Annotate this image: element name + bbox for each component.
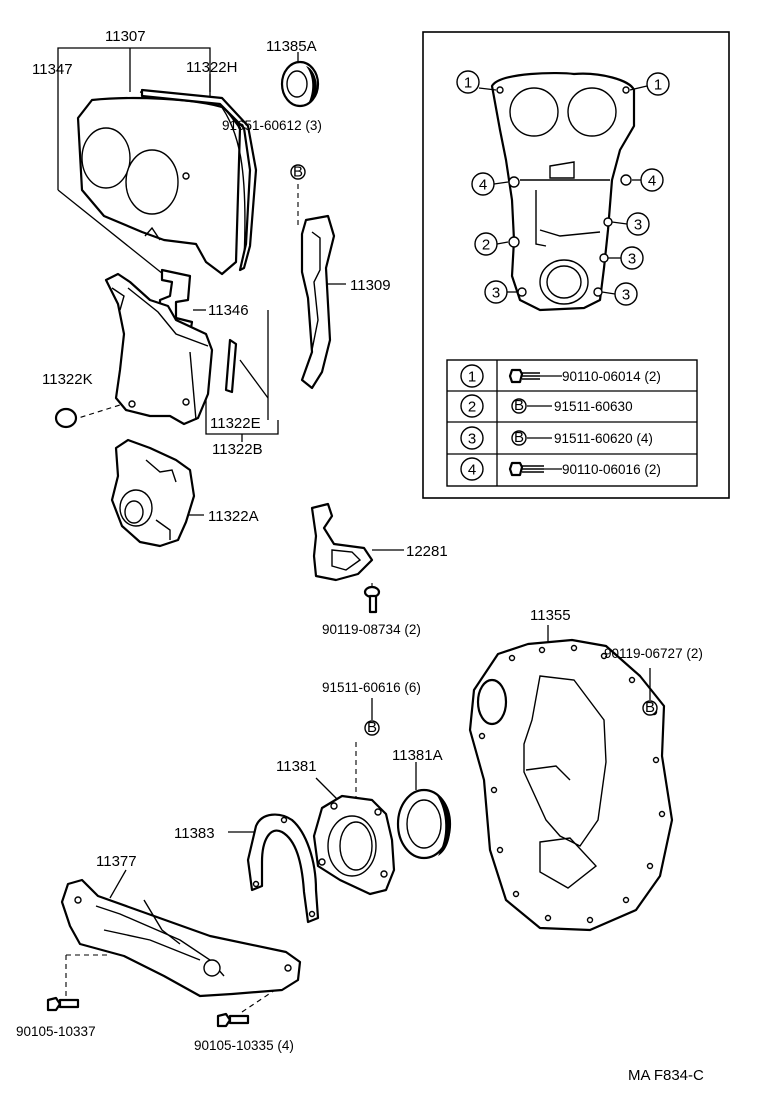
callout-2: 2 — [474, 232, 498, 256]
gasket-11383 — [246, 813, 320, 924]
oil-seal-11381A — [396, 788, 452, 860]
label-11347: 11347 — [32, 61, 73, 78]
svg-text:90110-06016 (2): 90110-06016 (2) — [562, 462, 661, 477]
label-11322H: 11322H — [186, 59, 237, 76]
label-90119-08734: 90119-08734 (2) — [322, 622, 421, 637]
label-11381: 11381 — [276, 758, 317, 775]
b-symbol-icon: B — [364, 719, 380, 736]
legend-row-1: 1 90110-06014 (2) — [460, 364, 661, 388]
label-11346: 11346 — [208, 302, 249, 319]
part-labels: 11307 11347 11322H 11385A 91651-60612 (3… — [16, 28, 704, 1084]
callout-1-left: 1 — [456, 70, 480, 94]
bracket-11309 — [300, 214, 336, 390]
svg-text:3: 3 — [492, 285, 500, 302]
label-90105-10337: 90105-10337 — [16, 1024, 96, 1039]
svg-text:4: 4 — [648, 173, 656, 190]
strip-11322E — [224, 338, 238, 394]
callout-3-c: 3 — [484, 280, 508, 304]
bolt-icon — [508, 368, 540, 384]
svg-text:2: 2 — [482, 237, 490, 254]
bracket-12281 — [310, 502, 374, 582]
svg-text:B: B — [645, 699, 655, 716]
label-11307: 11307 — [105, 28, 146, 45]
svg-text:2: 2 — [468, 399, 476, 416]
retainer-11381 — [312, 794, 396, 896]
svg-text:B: B — [367, 719, 377, 736]
label-11322K: 11322K — [42, 371, 93, 388]
diagram-code: MA F834-C — [628, 1067, 704, 1084]
legend-row-2: 2 B 91511-60630 — [460, 394, 633, 418]
b-symbol-icon: B — [511, 429, 527, 446]
svg-text:B: B — [514, 397, 524, 414]
callout-4-right: 4 — [640, 168, 664, 192]
label-91651-60612: 91651-60612 (3) — [222, 118, 322, 133]
bolt-icon — [508, 461, 544, 477]
legend-row-3: 3 B 91511-60620 (4) — [460, 426, 653, 450]
housing-11322A — [110, 438, 196, 548]
svg-text:1: 1 — [654, 77, 662, 94]
label-11309: 11309 — [350, 277, 391, 294]
svg-text:3: 3 — [468, 431, 476, 448]
timing-cover-11307 — [76, 91, 246, 276]
callout-3-a: 3 — [626, 212, 650, 236]
label-11322B: 11322B — [212, 441, 263, 458]
label-11377: 11377 — [96, 853, 137, 870]
svg-text:1: 1 — [464, 75, 472, 92]
oil-seal-11385A — [280, 60, 320, 108]
callout-3-d: 3 — [614, 282, 638, 306]
leader-lines — [57, 47, 549, 899]
legend-table: 1 90110-06014 (2) 2 B 91511 — [446, 359, 698, 487]
svg-text:3: 3 — [622, 287, 630, 304]
label-11322E: 11322E — [210, 415, 261, 432]
b-symbol-icon: B — [290, 164, 306, 181]
b-symbol-icon: B — [511, 397, 527, 414]
label-11385A: 11385A — [266, 38, 317, 55]
label-11355: 11355 — [530, 607, 571, 624]
label-12281: 12281 — [406, 543, 448, 560]
label-90119-06727: 90119-06727 (2) — [604, 646, 703, 661]
svg-text:91511-60620 (4): 91511-60620 (4) — [554, 431, 653, 446]
svg-text:4: 4 — [479, 177, 487, 194]
callout-1-right: 1 — [646, 72, 670, 96]
plate-holes — [478, 644, 666, 924]
label-90105-10335: 90105-10335 (4) — [194, 1038, 294, 1053]
label-11381A: 11381A — [392, 747, 443, 764]
svg-text:3: 3 — [634, 217, 642, 234]
bolt-90119-08734 — [363, 585, 381, 614]
plug-11322K — [54, 407, 78, 429]
svg-text:91511-60630: 91511-60630 — [554, 399, 633, 414]
callout-3-b: 3 — [620, 246, 644, 270]
svg-text:1: 1 — [468, 369, 476, 386]
bolt-90105-10335 — [216, 1012, 250, 1028]
inset-box: 1 1 4 4 2 3 3 3 — [422, 31, 730, 499]
bolt-90105-10337 — [46, 996, 80, 1012]
svg-text:4: 4 — [468, 462, 476, 479]
rear-plate-11355 — [468, 638, 674, 932]
legend-row-4: 4 90110-06016 (2) — [460, 457, 661, 481]
label-91511-60616: 91511-60616 (6) — [322, 680, 421, 695]
oil-pan-adapter-11377 — [60, 878, 302, 998]
svg-text:3: 3 — [628, 251, 636, 268]
label-11383: 11383 — [174, 825, 215, 842]
label-11322A: 11322A — [208, 508, 259, 525]
svg-text:90110-06014 (2): 90110-06014 (2) — [562, 369, 661, 384]
callout-4-left: 4 — [471, 172, 495, 196]
gasket-11322H — [140, 88, 258, 272]
b-symbol-icon: B — [642, 699, 658, 716]
svg-text:B: B — [514, 429, 524, 446]
svg-text:B: B — [293, 164, 303, 181]
lower-cover-11322B — [104, 272, 214, 426]
